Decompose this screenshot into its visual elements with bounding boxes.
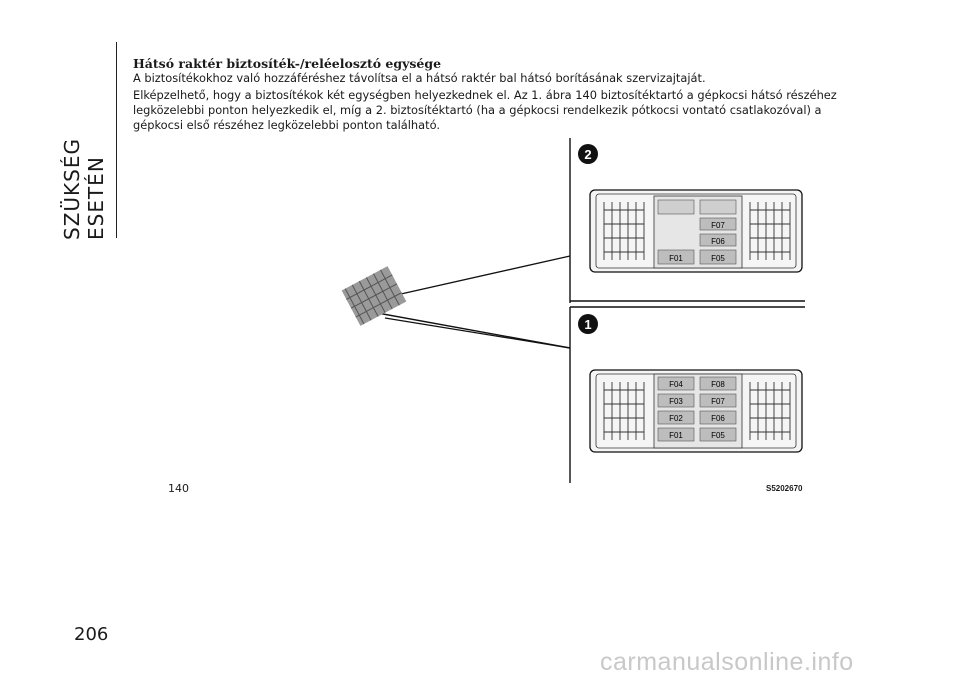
figure-number: 140 xyxy=(168,482,189,495)
paragraph-access: A biztosítékokhoz való hozzáféréshez táv… xyxy=(133,71,706,85)
fuse-label-lower: F01 xyxy=(669,431,683,440)
fuse-unit-illustration xyxy=(341,266,407,326)
watermark: carmanualsonline.info xyxy=(600,648,854,676)
callout-2-badge: 2 xyxy=(578,144,598,164)
fuse-label-lower: F03 xyxy=(669,397,683,406)
section-heading: Hátsó raktér biztosíték-/reléelosztó egy… xyxy=(133,56,442,71)
fuse-box-2: F07 F06 F01 F05 xyxy=(589,189,803,273)
fuse-box-figure: 2 1 F07 F06 F01 F05 xyxy=(341,138,805,483)
callout-1-badge: 1 xyxy=(578,314,598,334)
fuse-label-lower: F04 xyxy=(669,380,683,389)
fuse-label-upper: F05 xyxy=(711,254,725,263)
fuse-label-upper: F07 xyxy=(711,221,725,230)
callout-1-label: 1 xyxy=(584,317,591,332)
fuse-label-lower: F05 xyxy=(711,431,725,440)
side-title-rule xyxy=(116,42,117,238)
fuse-label-upper: F06 xyxy=(711,237,725,246)
section-side-title: SZÜKSÉG ESETÉN xyxy=(60,138,108,240)
fuse-label-lower: F07 xyxy=(711,397,725,406)
callout-2-label: 2 xyxy=(584,147,591,162)
fuse-label-lower: F08 xyxy=(711,380,725,389)
fuse-box-1: F04 F08 F03 F07 F02 F06 F01 F05 xyxy=(589,369,803,453)
fuse-label-upper: F01 xyxy=(669,254,683,263)
fuse-label-lower: F02 xyxy=(669,414,683,423)
figure-code: S5202670 xyxy=(766,484,803,493)
fuse-label-lower: F06 xyxy=(711,414,725,423)
page-number: 206 xyxy=(74,624,109,645)
paragraph-location: Elképzelhető, hogy a biztosítékok két eg… xyxy=(133,88,837,132)
